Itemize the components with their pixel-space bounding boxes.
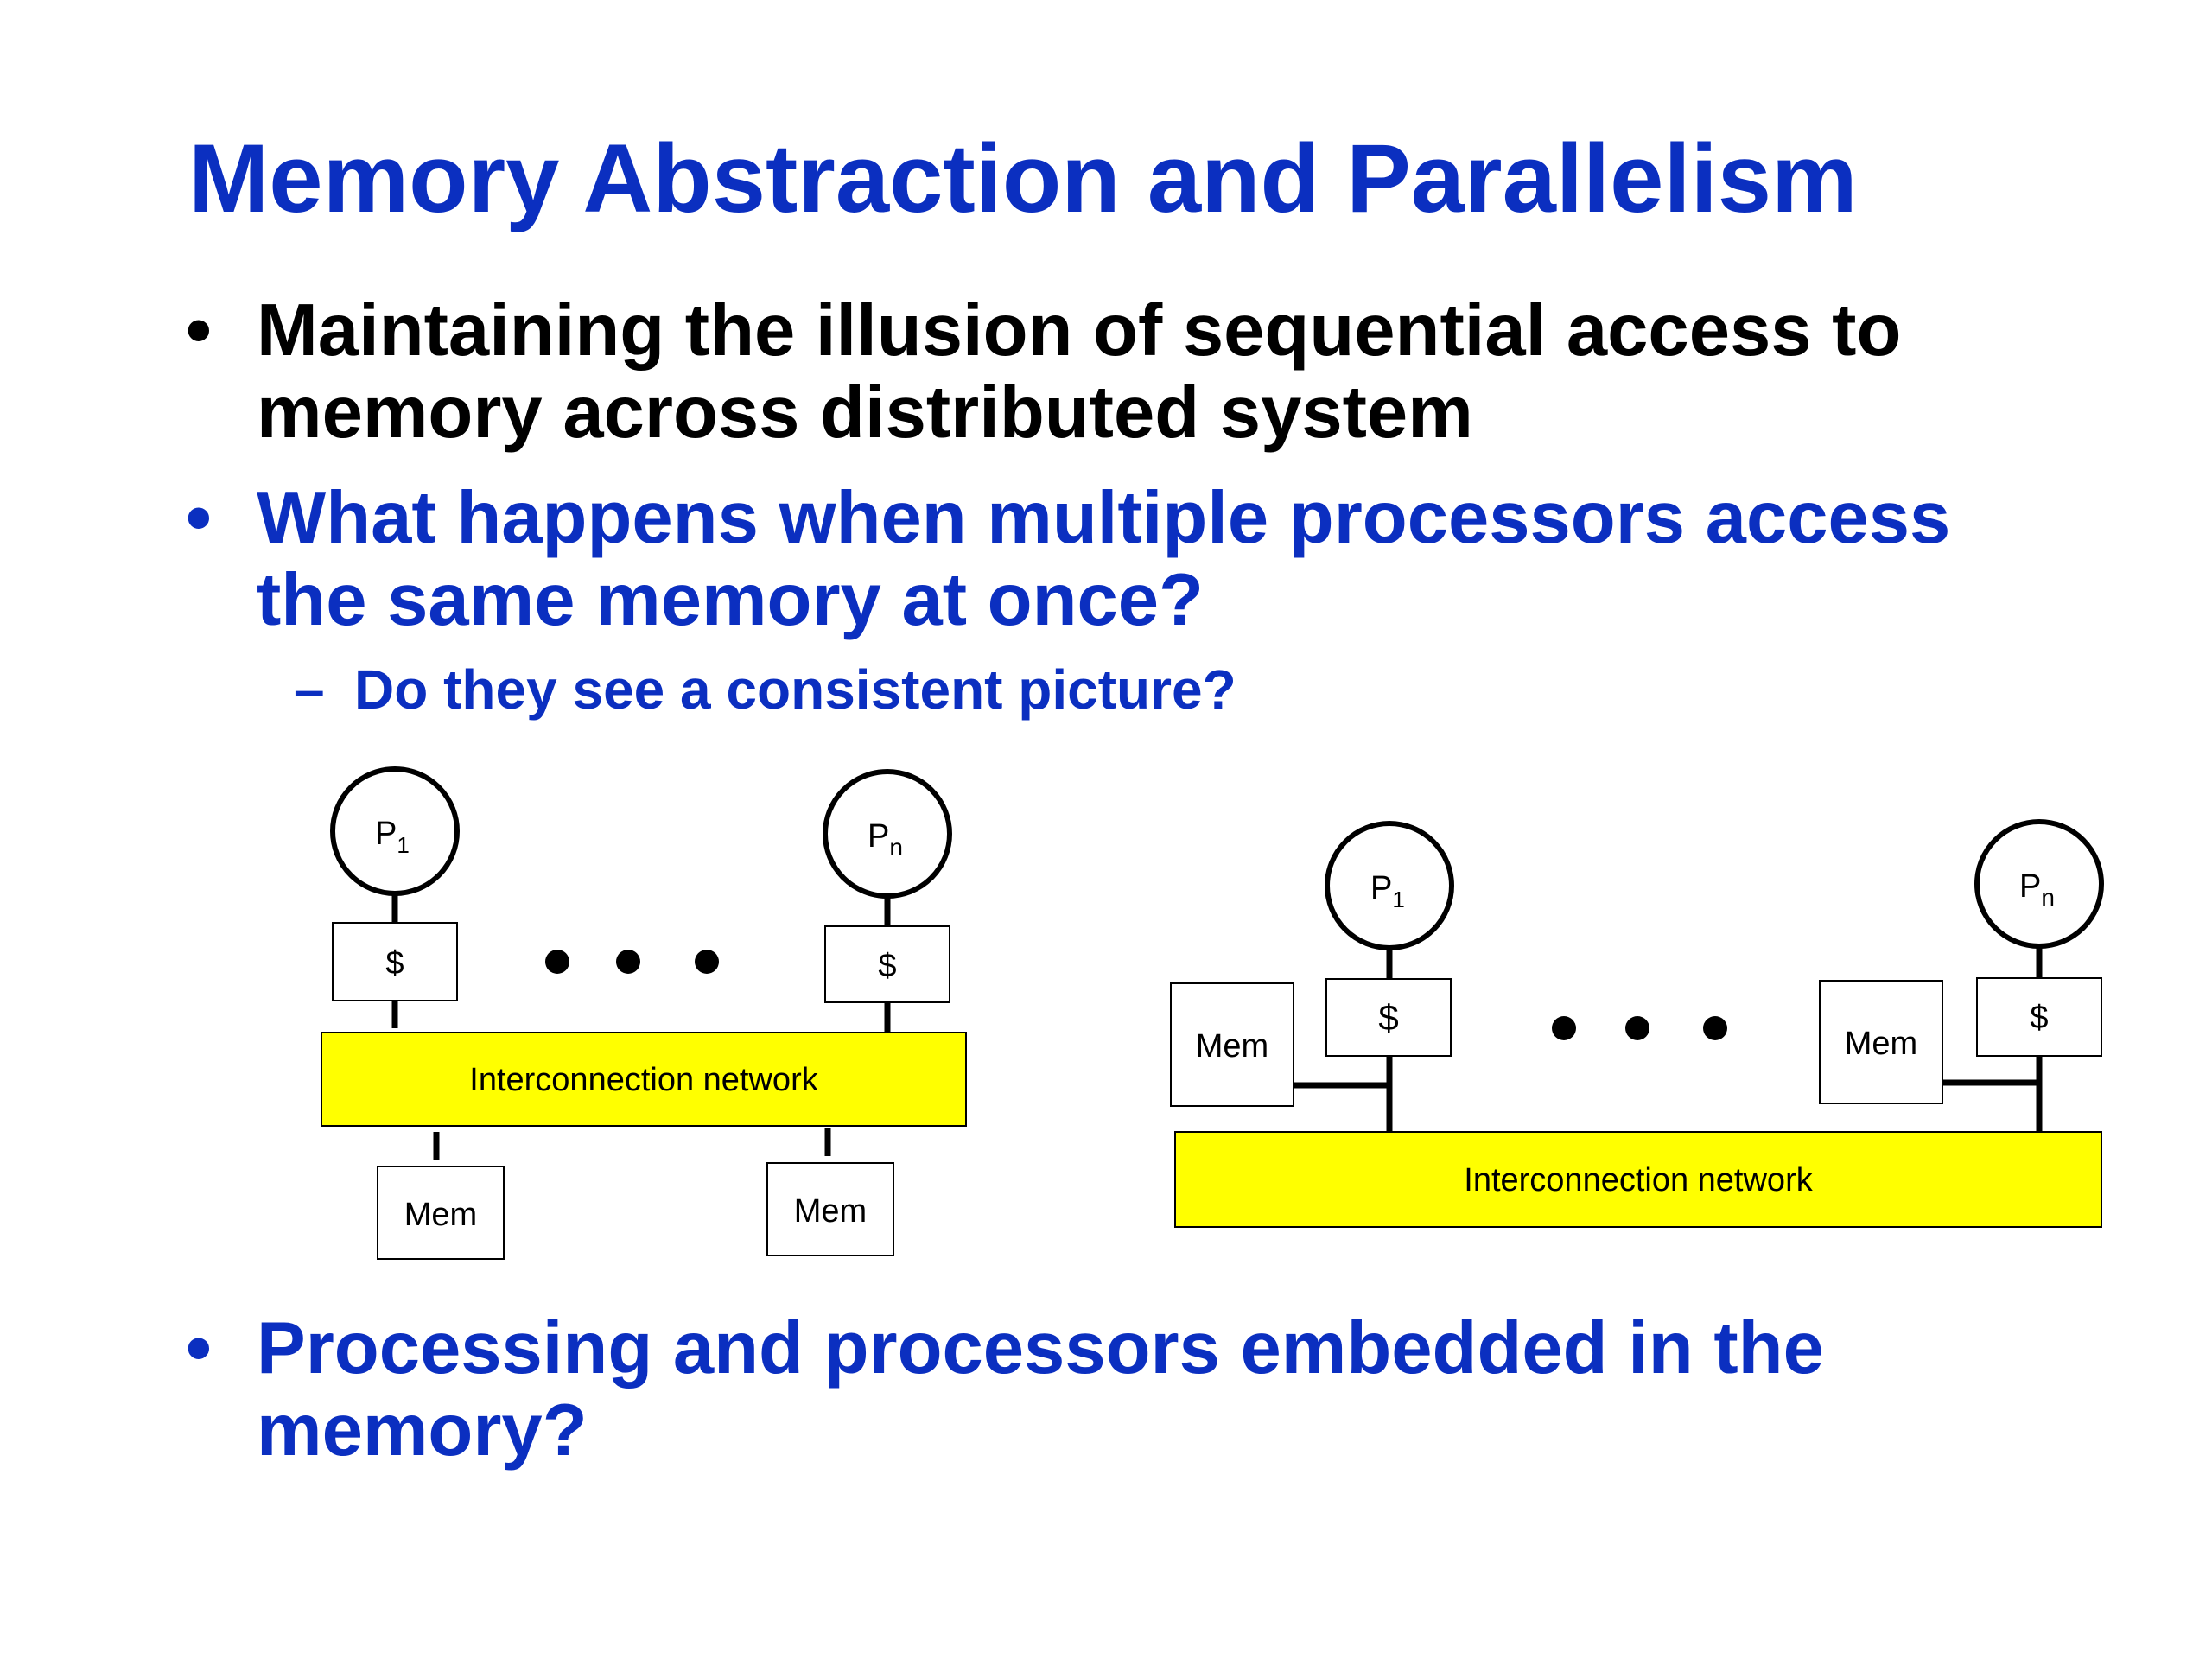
network-label: Interconnection network [469,1062,818,1098]
processor-subscript: 1 [1392,887,1404,912]
bullet-line: memory across distributed system [257,372,1473,454]
processor-letter: P [868,818,889,855]
processor-subscript: n [889,834,903,861]
memory-label: Mem [1196,1028,1268,1065]
processor-label: Pn [868,818,903,861]
processor-letter: P [1370,870,1392,906]
processor-pn-node [1974,819,2104,949]
memory-box [1819,980,1943,1104]
processor-pn-node [823,769,952,899]
sub-bullet-marker: – [294,658,325,721]
ellipsis-dot [545,950,569,974]
processor-subscript: 1 [397,832,409,858]
sub-bullet-text: Do they see a consistent picture? [354,658,1236,721]
memory-box [1170,982,1294,1107]
diagram-shared-memory [321,766,967,1260]
cache-label: $ [1378,997,1398,1038]
bullet-marker: • [186,477,212,559]
diagram-distributed-memory [1170,819,2104,1228]
cache-box [332,922,458,1001]
processor-subscript: n [2041,884,2055,911]
processor-label: Pn [2019,868,2055,911]
cache-label: $ [2030,1000,2048,1036]
bullet-line: Maintaining the illusion of sequential a… [257,289,1902,372]
cache-label: $ [385,945,404,982]
bullet-line: memory? [257,1389,588,1471]
ellipsis-dot [1703,1016,1727,1040]
bullet-line: Processing and processors embedded in th… [257,1307,1824,1389]
cache-label: $ [878,948,896,984]
ellipsis-dot [616,950,640,974]
processor-letter: P [375,816,397,852]
processor-label: P1 [375,816,410,858]
interconnection-network-bar [1174,1131,2102,1228]
memory-box [766,1162,894,1256]
interconnection-network-bar [321,1032,967,1127]
processor-label: P1 [1370,870,1405,912]
cache-box [824,925,950,1003]
slide-title: Memory Abstraction and Parallelism [188,124,1858,232]
ellipsis-dot [1625,1016,1649,1040]
cache-box [1976,977,2102,1057]
ellipsis-dot [1552,1016,1576,1040]
memory-label: Mem [794,1193,867,1230]
processor-p1-node [1325,821,1454,950]
processor-letter: P [2019,868,2041,905]
bullet-marker: • [186,1307,212,1389]
memory-label: Mem [404,1197,477,1233]
bullet-line: the same memory at once? [257,559,1204,641]
diagram-shared-memory-labels: P1 Pn $ $ Interconnection network Mem Me… [375,816,903,1233]
network-label: Interconnection network [1464,1162,1813,1198]
ellipsis-dot [695,950,719,974]
memory-box [377,1166,505,1260]
processor-p1-node [330,766,460,896]
cache-box [1325,978,1452,1057]
bullet-marker: • [186,289,212,372]
bullet-line: What happens when multiple processors ac… [257,477,1951,559]
memory-label: Mem [1845,1026,1917,1062]
diagram-distributed-memory-labels: P1 Pn $ $ Mem Mem Interconnection networ… [1196,868,2055,1198]
